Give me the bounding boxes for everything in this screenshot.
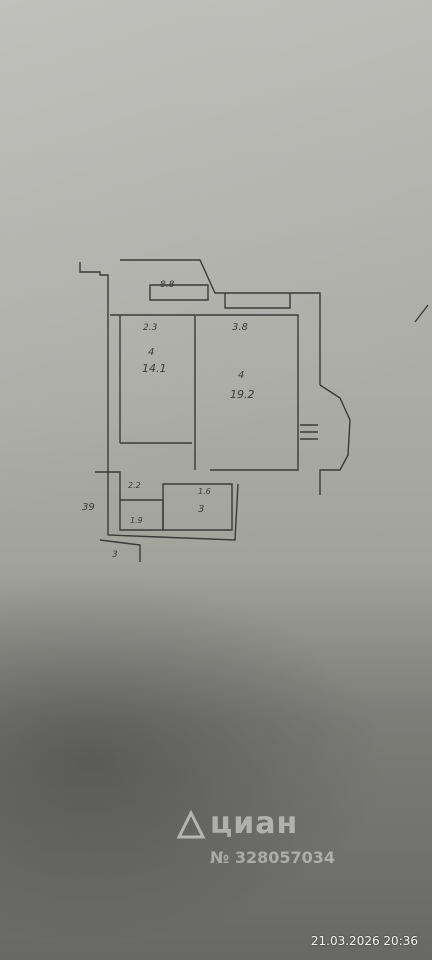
room2-number: 4 <box>238 370 244 381</box>
plan-wall <box>120 259 321 385</box>
room1-area: 14.1 <box>142 362 167 375</box>
bath-area: 3 <box>198 504 204 515</box>
wc-dimension: 1.6 <box>198 487 211 496</box>
plan-wc <box>119 499 164 531</box>
corridor-dimension: 1.9 <box>130 516 143 525</box>
room1-number: 4 <box>148 347 154 358</box>
plan-balcony <box>149 284 209 301</box>
left-note: 39 <box>82 502 95 513</box>
bottom-note: 3 <box>112 550 118 560</box>
watermark-id: № 328057034 <box>210 848 336 867</box>
room2-area: 19.2 <box>230 388 255 401</box>
top-dimension: 3.8 <box>232 322 248 333</box>
balcony-dimension: 8.8 <box>160 280 175 290</box>
left-top-dimension: 2.3 <box>143 323 158 333</box>
plan-wall <box>99 539 141 562</box>
plan-wall <box>79 262 109 480</box>
plan-window <box>224 293 291 309</box>
watermark-brand: циан <box>210 806 299 841</box>
plan-wall <box>196 314 299 471</box>
photo-timestamp: 21.03.2026 20:36 <box>310 934 418 948</box>
plan-wall <box>107 480 239 541</box>
plan-wall <box>95 471 121 500</box>
plan-wall-hatch <box>300 424 318 440</box>
watermark-logo: циан <box>176 806 298 841</box>
cian-logo-icon <box>176 809 206 840</box>
plan-wall <box>110 314 196 470</box>
hand-shadow <box>0 560 432 960</box>
plan-wall <box>319 384 351 495</box>
hall-dimension: 2.2 <box>128 481 141 490</box>
paper-sheen <box>0 0 432 600</box>
plan-mark <box>414 304 429 323</box>
